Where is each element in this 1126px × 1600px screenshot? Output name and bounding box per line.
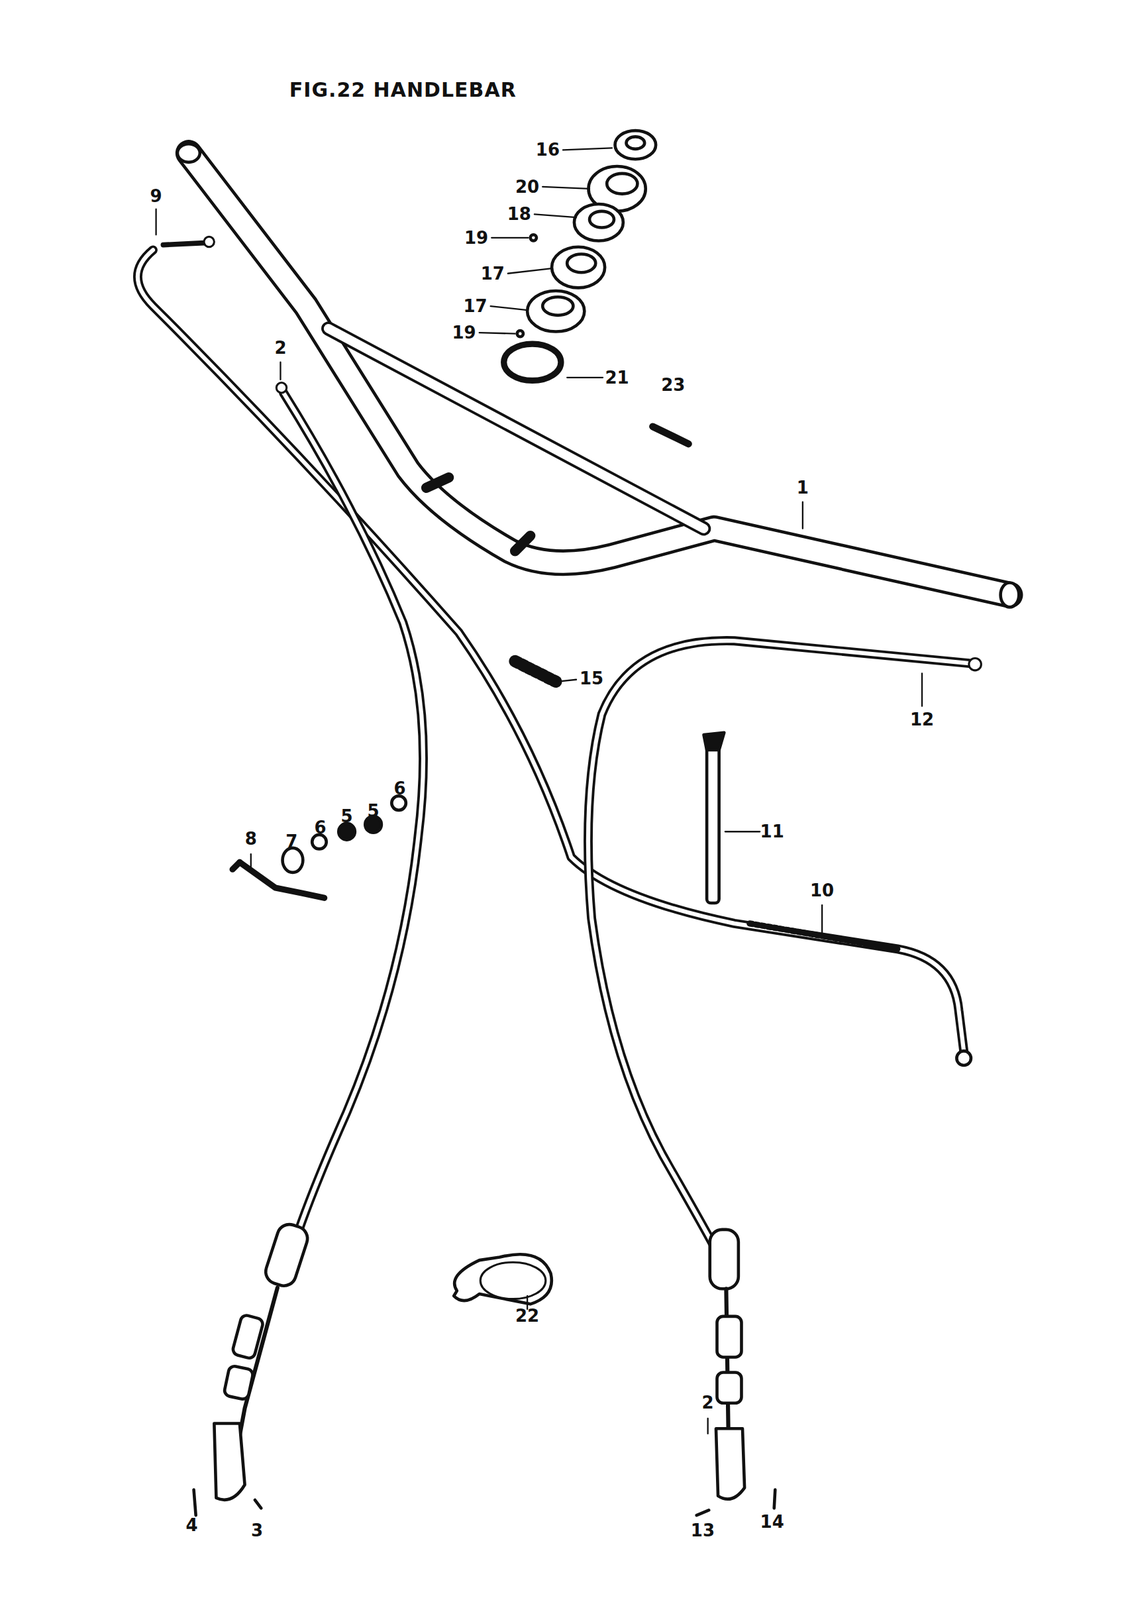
callout-number: 6 bbox=[313, 818, 326, 836]
callout-number: 4 bbox=[185, 1516, 198, 1534]
callout-number: 1 bbox=[796, 478, 809, 497]
callout-number: 3 bbox=[251, 1521, 263, 1539]
callout-number: 6 bbox=[394, 779, 407, 797]
figure-title: FIG.22 HANDLEBAR bbox=[289, 80, 517, 101]
callout-number: 2 bbox=[702, 1393, 715, 1411]
callout-number: 10 bbox=[810, 881, 834, 899]
callout-number: 5 bbox=[341, 807, 354, 825]
callout-number: 2 bbox=[274, 339, 287, 357]
callout-number: 23 bbox=[661, 376, 685, 394]
callout-number: 19 bbox=[464, 229, 489, 247]
switch-parts bbox=[194, 130, 776, 1515]
callout-number: 21 bbox=[605, 368, 630, 387]
callout-number: 20 bbox=[515, 178, 540, 196]
callout-number: 8 bbox=[245, 829, 257, 848]
front-brake-cable bbox=[588, 640, 981, 1499]
callout-number: 17 bbox=[462, 297, 487, 315]
handlebar bbox=[177, 143, 1019, 607]
callout-number: 17 bbox=[480, 264, 505, 283]
callout-number: 5 bbox=[367, 802, 380, 820]
callout-number: 16 bbox=[535, 141, 560, 159]
callout-number: 12 bbox=[910, 710, 934, 728]
callout-number: 9 bbox=[150, 187, 163, 205]
callout-number: 14 bbox=[760, 1512, 785, 1531]
callout-number: 15 bbox=[579, 669, 604, 687]
callout-number: 18 bbox=[507, 205, 532, 223]
callout-number: 13 bbox=[690, 1521, 715, 1539]
throttle-cable bbox=[213, 382, 424, 1500]
leader-lines bbox=[156, 147, 922, 1434]
callout-number: 19 bbox=[452, 323, 477, 342]
callout-number: 7 bbox=[285, 832, 298, 850]
callout-number: 22 bbox=[515, 1306, 540, 1325]
callout-number: 11 bbox=[760, 822, 785, 840]
